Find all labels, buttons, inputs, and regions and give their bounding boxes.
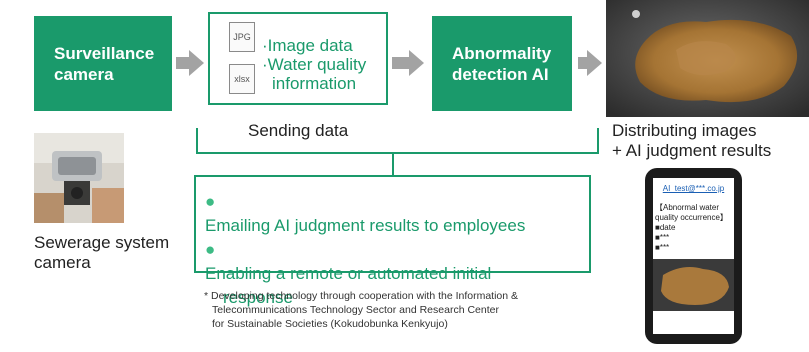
ai-detection-box: Abnormality detection AI bbox=[432, 16, 572, 111]
ai-box-line1: Abnormality bbox=[452, 43, 552, 63]
bullet-icon: ● bbox=[205, 240, 216, 259]
alert-image-thumbnail bbox=[653, 259, 734, 311]
action-email: ● Emailing AI judgment results to employe… bbox=[205, 190, 589, 238]
jpg-file-label: JPG bbox=[233, 32, 251, 42]
bracket-right bbox=[597, 128, 599, 154]
arrow-right-1 bbox=[176, 57, 190, 69]
action-email-text: Emailing AI judgment results to employee… bbox=[205, 216, 526, 235]
footnote-line2: Telecommunications Technology Sector and… bbox=[212, 304, 499, 316]
surveillance-camera-box: Surveillance camera bbox=[34, 16, 172, 111]
alert-item-2: ■*** bbox=[655, 233, 670, 242]
distributing-label: Distributing images + AI judgment result… bbox=[612, 121, 807, 161]
sewerage-line2: camera bbox=[34, 253, 91, 272]
footnote-line3: for Sustainable Societies (Kokudobunka K… bbox=[212, 318, 448, 330]
xlsx-file-icon: xlsx bbox=[229, 64, 255, 94]
sending-data-label: Sending data bbox=[248, 121, 349, 140]
action-response: response bbox=[223, 288, 293, 307]
footnote: * Developing technology through cooperat… bbox=[204, 289, 624, 331]
bracket-stem bbox=[392, 153, 394, 175]
ai-box-line2: detection AI bbox=[452, 64, 549, 84]
xlsx-file-label: xlsx bbox=[234, 74, 250, 84]
arrow-right-1-head bbox=[189, 50, 204, 76]
data-line-water: ·Water quality bbox=[262, 55, 367, 74]
action-remote-text: Enabling a remote or automated initial bbox=[205, 264, 492, 283]
alert-item-3: ■*** bbox=[655, 243, 670, 252]
alert-item-date: ■date bbox=[655, 223, 676, 232]
actions-text: ● Emailing AI judgment results to employe… bbox=[205, 190, 589, 310]
alert-title: 【Abnormal water quality occurrence】 ■dat… bbox=[653, 203, 734, 253]
distributed-image-photo bbox=[606, 0, 809, 117]
distributing-line2: + AI judgment results bbox=[612, 141, 772, 160]
sewerage-camera-label: Sewerage system camera bbox=[34, 233, 194, 273]
distributing-line1: Distributing images bbox=[612, 121, 757, 140]
alert-title-line1: 【Abnormal water bbox=[655, 203, 720, 212]
arrow-right-3 bbox=[578, 57, 588, 69]
data-line-info: information bbox=[272, 74, 357, 93]
sewerage-line1: Sewerage system bbox=[34, 233, 170, 252]
actions-box bbox=[194, 175, 591, 273]
arrow-right-3-head bbox=[587, 50, 602, 76]
footnote-line1: * Developing technology through cooperat… bbox=[204, 290, 519, 302]
arrow-right-2-head bbox=[409, 50, 424, 76]
sewerage-camera-photo bbox=[34, 133, 124, 223]
email-address[interactable]: AI_test@***.co.jp bbox=[662, 184, 725, 193]
alert-title-line2: quality occurrence】 bbox=[655, 213, 728, 222]
surveillance-camera-line2: camera bbox=[54, 64, 114, 84]
jpg-file-icon: JPG bbox=[229, 22, 255, 52]
bullet-icon: ● bbox=[205, 192, 216, 211]
data-box-text: ·Image data ·Water quality information bbox=[262, 36, 386, 93]
smartphone-screen: AI_test@***.co.jp 【Abnormal water qualit… bbox=[653, 178, 734, 334]
bracket-bottom bbox=[196, 152, 599, 154]
arrow-right-2 bbox=[392, 57, 410, 69]
bracket-left bbox=[196, 128, 198, 154]
action-remote: ● Enabling a remote or automated initial bbox=[205, 238, 589, 286]
surveillance-camera-line1: Surveillance bbox=[54, 43, 155, 63]
data-line-image: ·Image data bbox=[262, 36, 353, 55]
